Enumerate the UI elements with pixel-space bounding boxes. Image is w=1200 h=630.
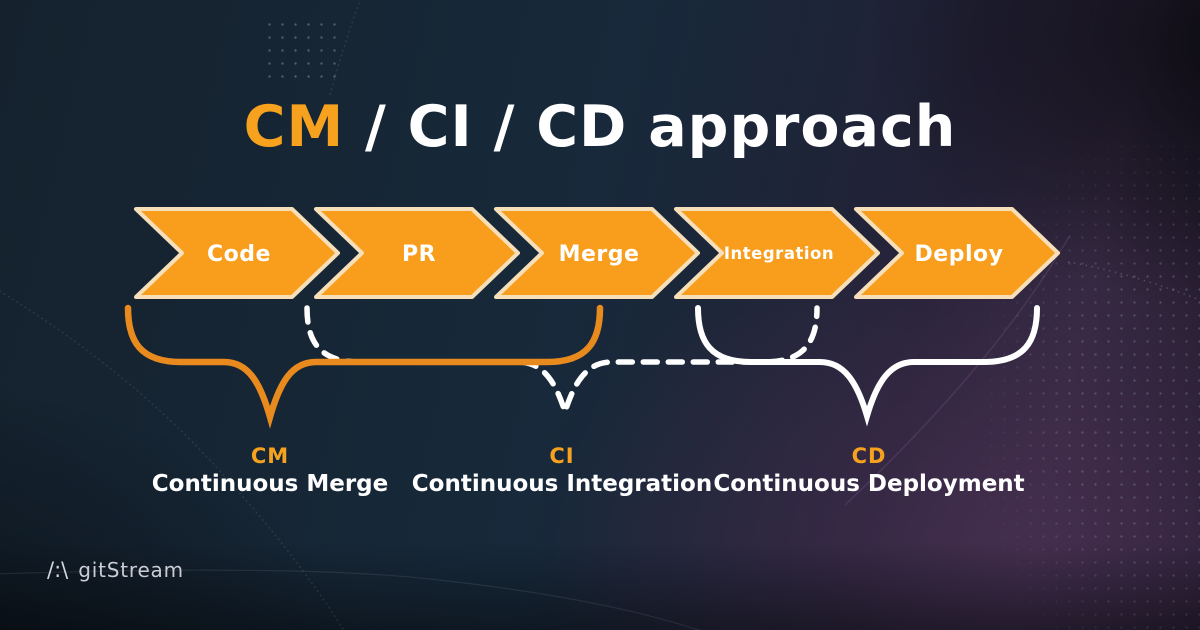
stage-label: Code [207,242,271,267]
group-name: Continuous Integration [411,471,713,497]
group-name: Continuous Merge [151,471,389,497]
gitstream-logo: /:\ gitStream [47,558,184,582]
group-acronym: CI [549,444,575,468]
pipeline-stage-merge: Merge [494,207,700,299]
gitstream-logo-text: gitStream [78,558,184,582]
title-rest: / CI / CD approach [344,94,957,160]
cm-brace [124,304,604,429]
group-acronym: CD [851,444,887,468]
dot-texture-top [263,18,339,88]
group-acronym: CM [250,444,290,468]
page-title: CM / CI / CD approach [0,94,1200,160]
cd-brace [695,305,1040,427]
title-highlight: CM [243,94,345,160]
pipeline-arrows: Code PR Merge Integration Deploy [134,207,1060,299]
group-cd: CD Continuous Deployment [713,444,1024,497]
pipeline-stage-integration: Integration [674,207,880,299]
stage-label: Integration [724,244,834,263]
pipeline-stage-deploy: Deploy [854,207,1060,299]
stage-label: Merge [559,242,640,267]
gitstream-logo-icon: /:\ [47,558,69,582]
stage-label: Deploy [915,242,1004,267]
pipeline-stage-code: Code [134,207,340,299]
pipeline-stage-pr: PR [314,207,520,299]
group-cm: CM Continuous Merge [152,444,388,497]
group-name: Continuous Deployment [713,471,1025,497]
group-ci: CI Continuous Integration [412,444,712,497]
stage-label: PR [402,242,436,267]
ci-brace [304,305,820,422]
scope-braces [124,304,1040,429]
